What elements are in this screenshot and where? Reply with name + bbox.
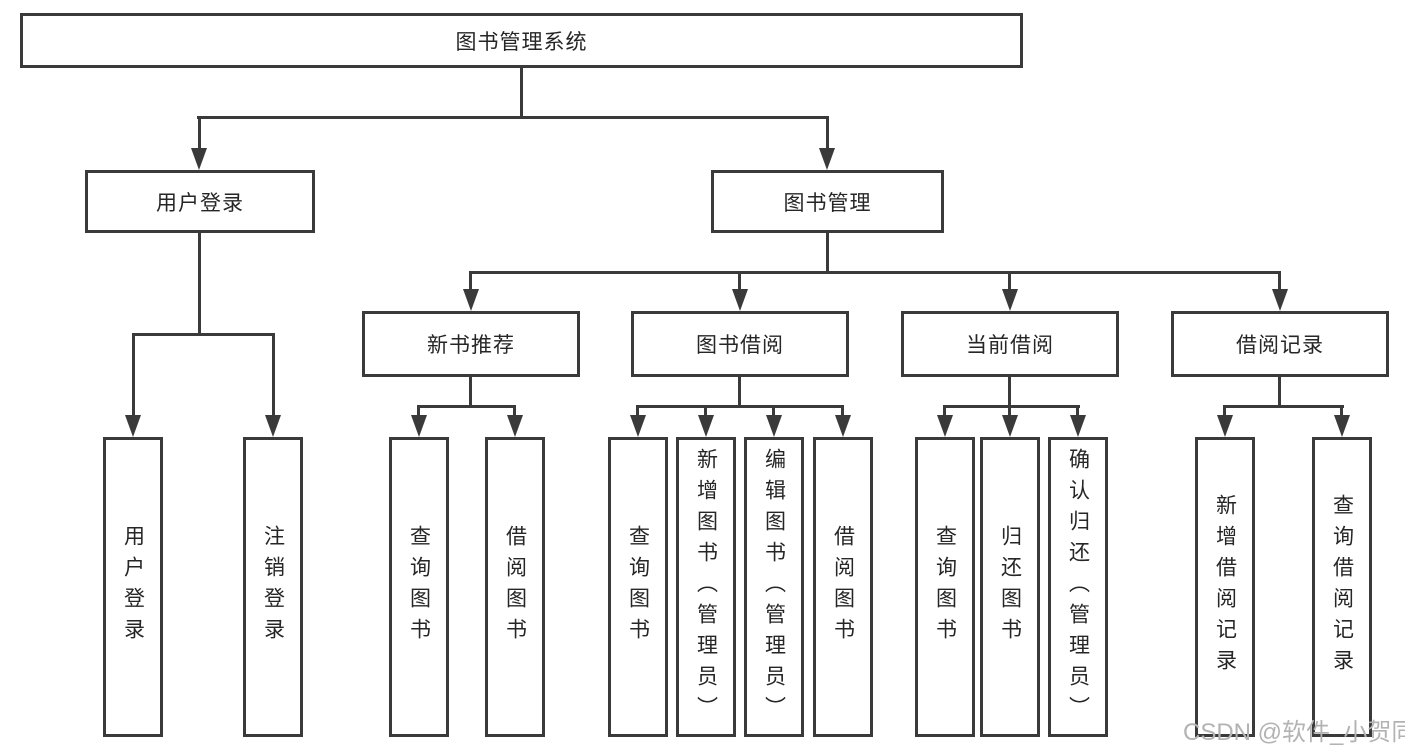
leaf-label: 借阅图书 xyxy=(831,525,855,649)
connector-line xyxy=(826,233,829,274)
connector-line xyxy=(1278,271,1281,291)
arrow-down-icon xyxy=(507,415,523,437)
connector-line xyxy=(943,405,1080,408)
connector-line xyxy=(1008,405,1011,417)
connector-line xyxy=(826,116,829,150)
connector-line xyxy=(198,233,201,335)
connector-line xyxy=(1223,405,1226,417)
connector-line xyxy=(272,333,275,415)
leaf-current-return-book: 归还图书 xyxy=(980,437,1040,737)
arrow-down-icon xyxy=(1002,415,1018,437)
connector-line xyxy=(738,377,741,407)
arrow-down-icon xyxy=(1217,415,1233,437)
connector-line xyxy=(197,116,829,119)
node-label: 借阅记录 xyxy=(1236,334,1324,357)
leaf-current-query-book: 查询图书 xyxy=(915,437,975,737)
connector-line xyxy=(1340,405,1343,417)
node-label: 图书管理 xyxy=(783,191,872,215)
node-label: 图书管理系统 xyxy=(455,30,588,54)
leaf-records-add-record: 新增借阅记录 xyxy=(1195,437,1255,737)
leaf-label: 借阅图书 xyxy=(503,525,527,649)
connector-line xyxy=(520,68,523,118)
connector-line xyxy=(636,405,844,408)
arrow-down-icon xyxy=(125,415,141,437)
node-current-borrow: 当前借阅 xyxy=(901,311,1119,377)
connector-line xyxy=(417,405,516,408)
leaf-label: 查询图书 xyxy=(626,525,650,649)
arrow-down-icon xyxy=(1272,289,1288,311)
node-label: 当前借阅 xyxy=(966,334,1054,357)
node-book-management: 图书管理 xyxy=(711,170,944,233)
arrow-down-icon xyxy=(411,415,427,437)
connector-line xyxy=(132,333,275,336)
arrow-down-icon xyxy=(835,415,851,437)
arrow-down-icon xyxy=(463,289,479,311)
connector-line xyxy=(469,271,1281,274)
node-label: 图书借阅 xyxy=(696,334,784,357)
leaf-borrow-edit-book-admin: 编辑图书（管理员） xyxy=(744,437,804,737)
node-library-management-system: 图书管理系统 xyxy=(20,13,1023,68)
leaf-borrow-query-book: 查询图书 xyxy=(608,437,668,737)
arrow-down-icon xyxy=(1070,415,1086,437)
arrow-down-icon xyxy=(191,148,207,170)
connector-line xyxy=(943,405,946,417)
arrow-down-icon xyxy=(819,148,835,170)
leaf-borrow-borrow-book: 借阅图书 xyxy=(813,437,873,737)
arrow-down-icon xyxy=(265,415,281,437)
leaf-label: 归还图书 xyxy=(998,525,1022,649)
arrow-down-icon xyxy=(1002,289,1018,311)
leaf-records-query-record: 查询借阅记录 xyxy=(1312,437,1372,737)
connector-line xyxy=(738,271,741,291)
arrow-down-icon xyxy=(732,289,748,311)
node-new-book-recommend: 新书推荐 xyxy=(362,311,580,377)
connector-line xyxy=(198,116,201,150)
connector-line xyxy=(636,405,639,417)
arrow-down-icon xyxy=(1334,415,1350,437)
leaf-label: 查询借阅记录 xyxy=(1330,494,1354,680)
connector-line xyxy=(1278,377,1281,407)
connector-line xyxy=(132,333,135,415)
arrow-down-icon xyxy=(630,415,646,437)
leaf-label: 编辑图书（管理员） xyxy=(762,447,786,727)
connector-line xyxy=(1008,377,1011,407)
leaf-label: 注销登录 xyxy=(261,525,285,649)
connector-line xyxy=(704,405,707,417)
csdn-watermark: CSDN @软件_小贺同学 xyxy=(1183,719,1405,746)
node-borrow-records: 借阅记录 xyxy=(1171,311,1389,377)
connector-line xyxy=(1223,405,1344,408)
leaf-label: 新增借阅记录 xyxy=(1213,494,1237,680)
connector-line xyxy=(469,271,472,291)
connector-line xyxy=(469,377,472,407)
leaf-borrow-add-book-admin: 新增图书（管理员） xyxy=(676,437,736,737)
arrow-down-icon xyxy=(766,415,782,437)
connector-line xyxy=(841,405,844,417)
connector-line xyxy=(1076,405,1079,417)
leaf-label: 用户登录 xyxy=(121,525,145,649)
connector-line xyxy=(513,405,516,417)
leaf-current-confirm-return-admin: 确认归还（管理员） xyxy=(1048,437,1108,737)
arrow-down-icon xyxy=(937,415,953,437)
leaf-label: 新增图书（管理员） xyxy=(694,447,718,727)
arrow-down-icon xyxy=(698,415,714,437)
leaf-logout-login: 注销登录 xyxy=(243,437,303,737)
leaf-user-login: 用户登录 xyxy=(103,437,163,737)
node-book-borrow: 图书借阅 xyxy=(631,311,849,377)
leaf-label: 确认归还（管理员） xyxy=(1066,447,1090,727)
leaf-recommend-borrow-book: 借阅图书 xyxy=(485,437,545,737)
node-label: 用户登录 xyxy=(156,191,244,215)
leaf-recommend-query-book: 查询图书 xyxy=(389,437,449,737)
node-user-login: 用户登录 xyxy=(85,170,315,233)
connector-line xyxy=(417,405,420,417)
node-label: 新书推荐 xyxy=(427,334,515,357)
connector-line xyxy=(1008,271,1011,291)
leaf-label: 查询图书 xyxy=(933,525,957,649)
connector-line xyxy=(772,405,775,417)
leaf-label: 查询图书 xyxy=(407,525,431,649)
